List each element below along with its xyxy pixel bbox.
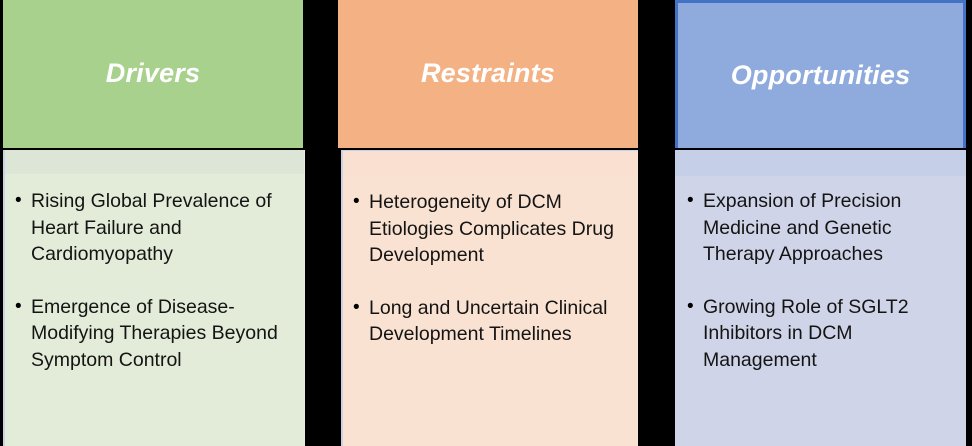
list-item: • Rising Global Prevalence of Heart Fail…: [15, 188, 290, 268]
column-title-drivers: Drivers: [105, 58, 201, 89]
bullet-point-icon: •: [687, 295, 694, 317]
list-item-text: Growing Role of SGLT2 Inhibitors in DCM …: [703, 295, 909, 371]
column-body-opportunities: • Expansion of Precision Medicine and Ge…: [675, 150, 966, 446]
list-item-text: Expansion of Precision Medicine and Gene…: [703, 190, 902, 265]
column-header-opportunities: Opportunities: [675, 0, 966, 148]
bullet-list-opportunities: • Expansion of Precision Medicine and Ge…: [675, 150, 966, 373]
list-item: • Emergence of Disease-Modifying Therapi…: [15, 294, 290, 374]
list-item: • Heterogeneity of DCM Etiologies Compli…: [353, 189, 624, 269]
column-body-top-strip-drivers: [5, 150, 304, 174]
list-item: • Growing Role of SGLT2 Inhibitors in DC…: [687, 294, 952, 374]
column-body-restraints: • Heterogeneity of DCM Etiologies Compli…: [341, 150, 638, 446]
list-item-text: Rising Global Prevalence of Heart Failur…: [31, 190, 272, 265]
bullet-list-restraints: • Heterogeneity of DCM Etiologies Compli…: [343, 151, 638, 348]
bullet-point-icon: •: [15, 295, 22, 317]
list-item-text: Emergence of Disease-Modifying Therapies…: [31, 295, 278, 371]
column-body-top-strip-opportunities: [675, 150, 966, 176]
bullet-list-drivers: • Rising Global Prevalence of Heart Fail…: [5, 150, 304, 373]
list-item: • Long and Uncertain Clinical Developmen…: [353, 295, 624, 348]
column-header-drivers: Drivers: [3, 0, 303, 148]
column-title-restraints: Restraints: [420, 58, 556, 89]
list-item: • Expansion of Precision Medicine and Ge…: [687, 188, 952, 268]
list-item-text: Heterogeneity of DCM Etiologies Complica…: [369, 191, 614, 266]
column-body-drivers: • Rising Global Prevalence of Heart Fail…: [3, 150, 305, 446]
column-title-opportunities: Opportunities: [730, 59, 911, 90]
bullet-point-icon: •: [687, 190, 694, 211]
bullet-point-icon: •: [353, 191, 360, 212]
column-header-restraints: Restraints: [338, 0, 638, 148]
list-item-text: Long and Uncertain Clinical Development …: [369, 296, 608, 346]
bullet-point-icon: •: [15, 190, 22, 211]
bullet-point-icon: •: [353, 296, 360, 318]
column-body-top-strip-restraints: [343, 151, 638, 175]
